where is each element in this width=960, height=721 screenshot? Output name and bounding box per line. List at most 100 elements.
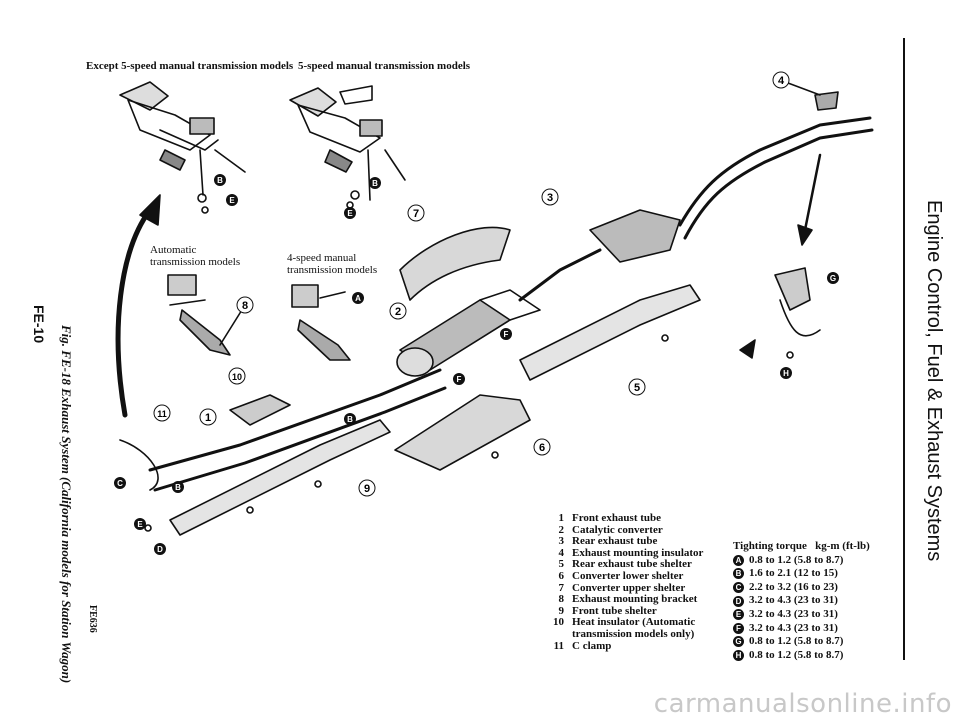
svg-text:5: 5 <box>634 382 640 394</box>
legend-row: 11 C clamp <box>548 639 752 653</box>
torque-row: G 0.8 to 1.2 (5.8 to 8.7) <box>733 635 870 649</box>
caption-4speed: 4-speed manual transmission models <box>287 252 378 276</box>
exhaust-mounting-insulator <box>779 79 839 111</box>
torque-value: 3.2 to 4.3 (23 to 31) <box>749 594 838 607</box>
callout-1: 1 <box>199 408 217 426</box>
svg-text:1: 1 <box>205 412 211 424</box>
mount-bolts <box>144 201 794 532</box>
marker-a: A <box>352 292 364 304</box>
svg-text:3: 3 <box>547 192 553 204</box>
front-exhaust-tube <box>119 368 447 492</box>
legend-num: 4 <box>558 546 565 559</box>
marker-f-2: F <box>500 328 512 340</box>
svg-text:11: 11 <box>157 409 167 419</box>
svg-text:C: C <box>117 479 123 488</box>
figure-caption: Fig. FE-18 Exhaust System (California mo… <box>59 325 74 684</box>
torque-key: C <box>733 582 744 594</box>
five-speed-mount-detail <box>289 85 406 201</box>
legend-row: 5 Rear exhaust tube shelter <box>548 559 752 571</box>
torque-row: C 2.2 to 3.2 (16 to 23) <box>733 581 870 595</box>
svg-text:B: B <box>372 179 378 188</box>
svg-text:4: 4 <box>778 75 785 87</box>
caption-except-5speed: Except 5-speed manual transmission model… <box>86 60 294 72</box>
torque-value: 2.2 to 3.2 (16 to 23) <box>749 580 838 593</box>
legend-num: 1 <box>558 512 565 524</box>
svg-text:F: F <box>504 330 509 339</box>
svg-text:10: 10 <box>232 372 242 382</box>
legend-label: Catalytic converter <box>572 523 663 536</box>
legend-row: 1 Front exhaust tube <box>548 512 752 525</box>
torque-row: F 3.2 to 4.3 (23 to 31) <box>733 622 870 636</box>
marker-h: H <box>780 367 792 379</box>
rear-exhaust-tube-shelter <box>519 284 701 381</box>
marker-b: B <box>214 174 226 186</box>
torque-value: 0.8 to 1.2 (5.8 to 8.7) <box>749 635 844 648</box>
svg-text:H: H <box>783 369 789 378</box>
svg-text:B: B <box>175 483 181 492</box>
legend-label: Front exhaust tube <box>572 512 662 524</box>
torque-key: B <box>733 568 744 580</box>
rear-exhaust-tube <box>518 116 874 302</box>
legend-label: Converter upper shelter <box>572 581 686 594</box>
marker-b-3: B <box>344 413 356 425</box>
callout-5: 5 <box>628 378 646 396</box>
torque-key: F <box>733 622 744 634</box>
torque-key: E <box>733 609 744 621</box>
rear-hanger-detail <box>739 153 822 359</box>
marker-e-2: E <box>344 207 356 219</box>
caption-automatic: Automatic transmission models <box>150 244 241 268</box>
marker-b-4: B <box>172 481 184 493</box>
legend-label: Rear exhaust tube shelter <box>572 558 692 571</box>
legend-num: 3 <box>558 535 565 548</box>
four-speed-mount-bracket <box>291 284 351 361</box>
svg-text:E: E <box>229 196 235 205</box>
marker-c: C <box>114 477 126 489</box>
legend-label: Front tube shelter <box>572 604 657 617</box>
torque-title: Tighting torque kg-m (ft-lb) <box>733 540 870 552</box>
svg-text:7: 7 <box>413 208 419 220</box>
callout-8: 8 <box>236 296 254 314</box>
callout-9: 9 <box>358 479 376 497</box>
marker-g: G <box>827 272 839 284</box>
callout-4: 4 <box>772 71 790 89</box>
torque-key: D <box>733 595 744 607</box>
legend-num: 8 <box>558 593 565 606</box>
automatic-mount-bracket <box>167 274 246 356</box>
legend-num: 5 <box>558 558 565 571</box>
torque-key: G <box>733 636 744 648</box>
torque-key: A <box>733 554 744 566</box>
legend-label: C clamp <box>572 639 612 652</box>
legend-label: Rear exhaust tube <box>572 535 658 548</box>
callout-11: 11 <box>153 404 171 422</box>
svg-text:D: D <box>157 545 163 554</box>
front-tube-shelter <box>169 419 391 536</box>
torque-table: Tighting torque kg-m (ft-lb) A 0.8 to 1.2… <box>733 540 870 662</box>
legend-num: 10 <box>553 616 564 629</box>
svg-text:B: B <box>217 176 223 185</box>
svg-text:2: 2 <box>395 306 401 318</box>
callout-2: 2 <box>389 302 407 320</box>
svg-text:A: A <box>355 294 361 303</box>
watermark: carmanualsonline.info <box>653 689 952 719</box>
converter-upper-shelter <box>399 226 511 301</box>
callout-7: 7 <box>407 204 425 222</box>
except-5speed-mount-detail <box>119 81 246 203</box>
legend-num: 11 <box>553 639 564 652</box>
torque-row: A 0.8 to 1.2 (5.8 to 8.7) <box>733 554 870 568</box>
marker-e-3: E <box>134 518 146 530</box>
torque-key: H <box>733 650 744 662</box>
torque-value: 0.8 to 1.2 (5.8 to 8.7) <box>749 553 844 566</box>
svg-text:6: 6 <box>539 442 545 454</box>
svg-text:G: G <box>830 274 836 283</box>
svg-text:8: 8 <box>242 300 248 312</box>
svg-text:F: F <box>457 375 462 384</box>
heat-insulator <box>229 394 291 426</box>
torque-value: 3.2 to 4.3 (23 to 31) <box>749 621 838 634</box>
